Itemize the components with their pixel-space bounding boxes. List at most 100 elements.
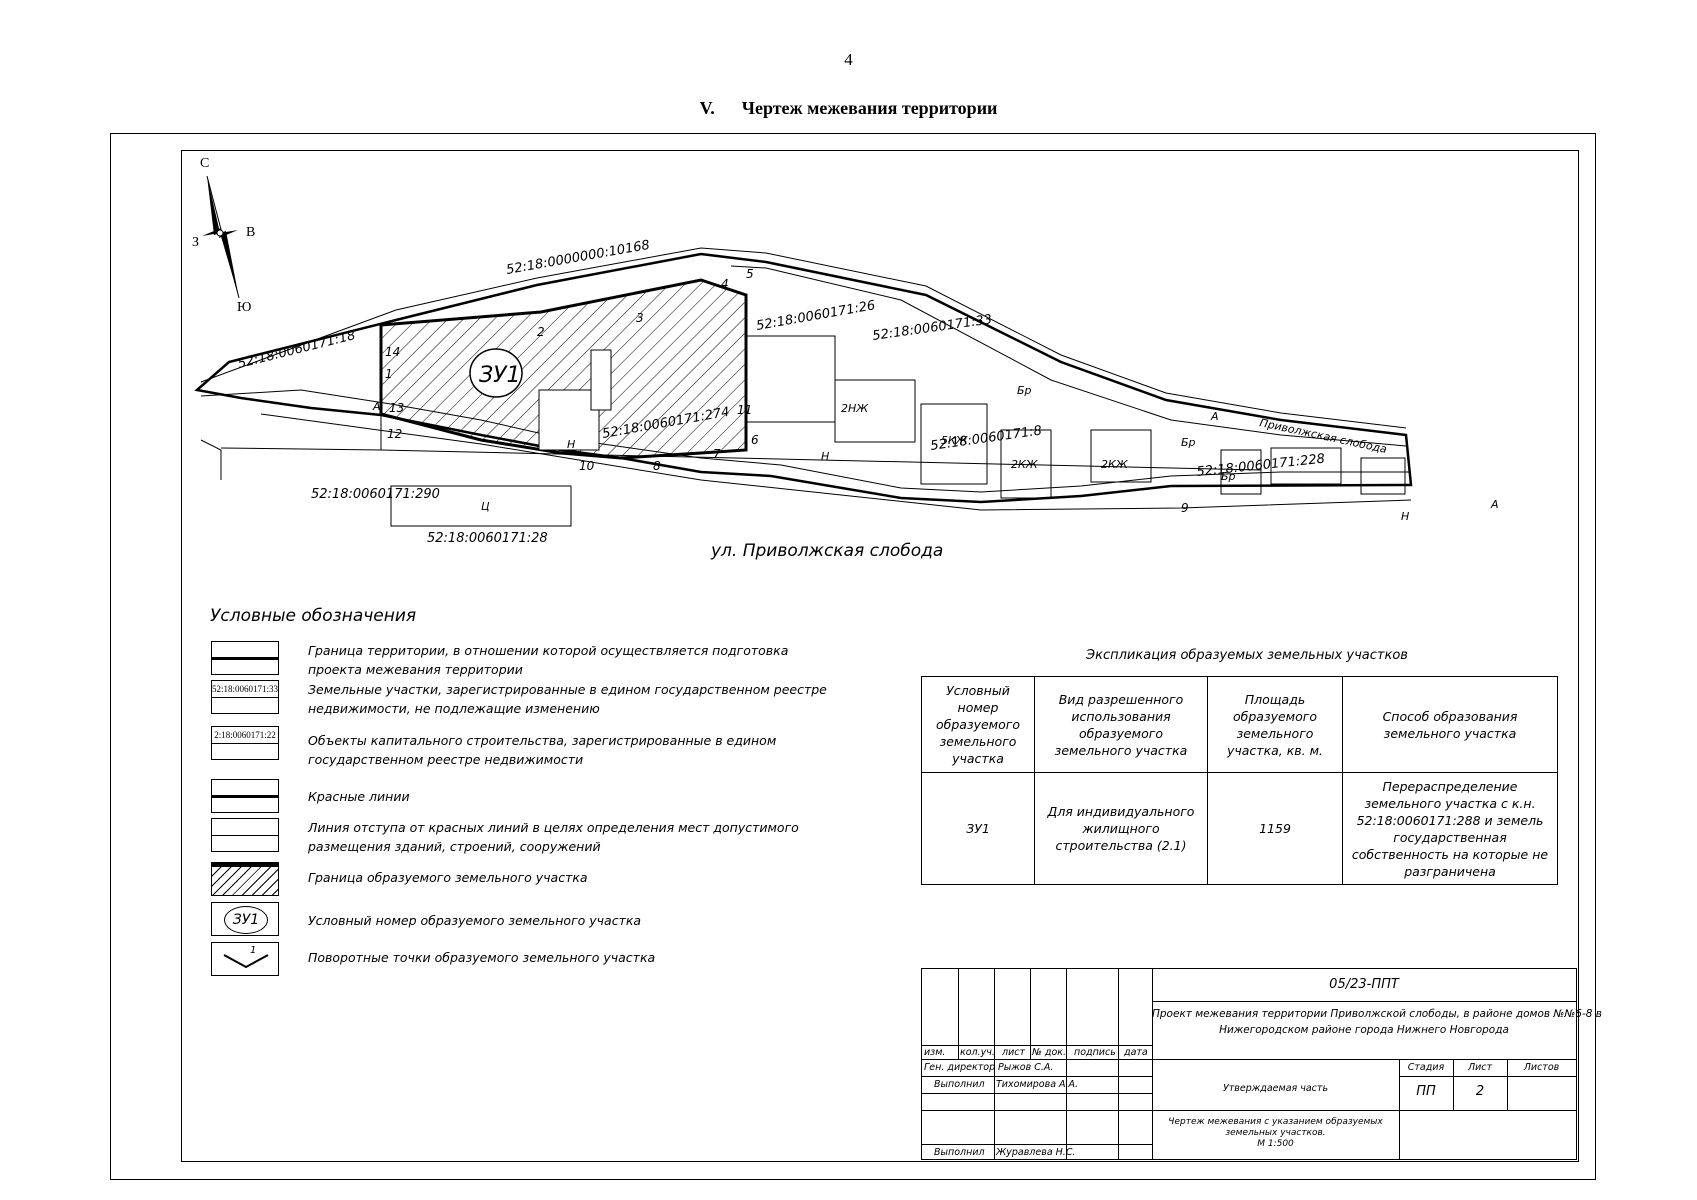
explication-caption: Экспликация образуемых земельных участко… (1086, 648, 1408, 663)
legend-symbol-territory (211, 641, 279, 675)
building-label: А (1210, 410, 1219, 423)
building-label: Н (1401, 510, 1409, 523)
point-label: 8 (653, 459, 661, 473)
table-header: Способ образования земельного участка (1342, 676, 1558, 773)
point-label: 5 (746, 267, 754, 281)
stamp-scale: М 1:500 (1257, 1139, 1294, 1149)
table-header: Условный номер образуемого земельного уч… (921, 676, 1035, 773)
zu1-parcel (379, 278, 748, 460)
legend-symbol-zu-number: ЗУ1 (211, 902, 279, 936)
building-label: Бр (1221, 470, 1236, 483)
building-label: Бр (1017, 384, 1032, 397)
point-label: 7 (713, 447, 721, 461)
table-header: Площадь образуемого земельного участка, … (1207, 676, 1343, 773)
building-label: Н (821, 450, 829, 463)
legend-text: Поворотные точки образуемого земельного … (308, 950, 656, 965)
table-cell: Перераспределение земельного участка с к… (1342, 772, 1558, 885)
table-cell: ЗУ1 (921, 772, 1035, 885)
building-label: 5КЖ (941, 434, 969, 447)
point-label: 4 (721, 277, 729, 291)
title-block: 05/23-ППТ Проект межевания территории Пр… (921, 968, 1602, 1160)
existing-building (538, 389, 600, 451)
point-label: 14 (385, 345, 400, 359)
street-label: ул. Приволжская слобода (710, 541, 943, 561)
building-label: 2КЖ (1101, 458, 1129, 471)
compass-rose: С Ю З В (192, 156, 255, 315)
stamp-col-header: лист (1002, 1047, 1026, 1058)
compass-west: З (192, 235, 199, 250)
stamp-part: Утверждаемая часть (1222, 1083, 1329, 1094)
stamp-role: Выполнил (934, 1147, 985, 1158)
document-title: V. Чертеж межевания территории (699, 98, 998, 118)
table-cell: 1159 (1207, 772, 1343, 885)
parcel-label: 52:18:0060171:28 (427, 531, 548, 546)
page-number: 4 (844, 50, 853, 69)
building-label: 2КЖ (1011, 458, 1039, 471)
legend-title: Условные обозначения (210, 606, 417, 626)
drawing-frame (181, 150, 1579, 1162)
point-label: 1 (385, 367, 393, 381)
stamp-drawing-line1: Чертеж межевания с указанием образуемых (1168, 1117, 1383, 1127)
stamp-role: Выполнил (934, 1079, 985, 1090)
building-label: Ц (481, 500, 490, 513)
building-labels: 2НЖ 5КЖ 2КЖ 2КЖ Бр Бр Н Н Н Ц Бр А А А (372, 384, 1499, 523)
point-label: 13 (389, 401, 404, 415)
legend-text: Условный номер образуемого земельного уч… (308, 913, 642, 928)
legend-text: Объекты капитального строительства, заре… (308, 733, 777, 767)
point-label: 12 (387, 427, 402, 441)
stamp-sheets-header: Листов (1523, 1062, 1560, 1073)
outer-frame (110, 133, 1596, 1180)
compass-east: В (246, 225, 255, 240)
point-label: 9 (1181, 501, 1189, 515)
street-label-small: Приволжская слобода (1258, 416, 1388, 456)
stamp-project-line2: Нижегородском районе города Нижнего Новг… (1219, 1024, 1509, 1036)
parcel-label: 52:18:0060171:290 (311, 487, 440, 502)
stamp-col-header: дата (1124, 1047, 1148, 1058)
stamp-sheet-header: Лист (1467, 1062, 1493, 1073)
stamp-col-header: изм. (924, 1047, 946, 1058)
stamp-col-header: подпись (1074, 1047, 1116, 1058)
explication-table: Условный номер образуемого земельного уч… (921, 676, 1558, 885)
legend-symbol-building: 2:18:0060171:22 (211, 726, 279, 760)
turning-points: 1 2 3 4 5 6 7 8 9 10 11 12 13 14 (385, 267, 1189, 515)
legend-symbol-turning-point: 1 (211, 942, 279, 976)
parcel-label: 52:18:0000000:10168 (505, 238, 651, 278)
point-label: 10 (579, 459, 595, 473)
stamp-role: Ген. директор (924, 1062, 996, 1073)
point-label: 11 (737, 403, 752, 417)
stamp-stage-header: Стадия (1407, 1062, 1445, 1073)
legend-text: Граница территории, в отношении которой … (308, 643, 789, 677)
point-label: 2 (537, 325, 545, 339)
table-cell: Для индивидуального жилищного строительс… (1034, 772, 1208, 885)
legend-text: Красные линии (308, 789, 410, 804)
zu1-label: ЗУ1 (479, 363, 521, 388)
stamp-sheet: 2 (1475, 1084, 1485, 1099)
stamp-code: 05/23-ППТ (1329, 977, 1399, 992)
legend-symbol-zu-boundary (211, 862, 279, 896)
building-label: Н (567, 438, 575, 451)
stamp-project-line1: Проект межевания территории Приволжской … (1152, 1008, 1602, 1020)
zu1-marker (469, 348, 523, 398)
point-label: 3 (636, 311, 644, 325)
stamp-drawing-line2: земельных участков. (1225, 1128, 1326, 1138)
legend-text: Земельные участки, зарегистрированные в … (308, 682, 827, 716)
parcel-label: 52:18:0060171:18 (236, 328, 357, 372)
building-label: 2НЖ (841, 402, 869, 415)
parcel-label: 52:18:0060171:26 (755, 298, 876, 334)
legend-symbol-parcel: 52:18:0060171:33 (211, 680, 279, 714)
cadastral-map: С Ю З В ЗУ1 52:18:0000000:10168 (192, 156, 1499, 561)
stamp-col-header: кол.уч. (960, 1047, 995, 1058)
legend-text: Линия отступа от красных линий в целях о… (308, 820, 799, 854)
legend-text: Граница образуемого земельного участка (308, 870, 588, 885)
legend-symbol-setback (211, 818, 279, 852)
stamp-col-header: № док. (1032, 1047, 1067, 1058)
point-label: 6 (751, 433, 759, 447)
compass-south: Ю (237, 300, 251, 315)
stamp-name: Журавлева Н.С. (996, 1147, 1076, 1158)
stamp-name: Рыжов С.А. (998, 1062, 1054, 1073)
stamp-name: Тихомирова А.А. (996, 1079, 1079, 1090)
table-header: Вид разрешенного использования образуемо… (1034, 676, 1208, 773)
compass-north: С (200, 156, 209, 171)
building-label: Бр (1181, 436, 1196, 449)
stamp-stage: ПП (1416, 1084, 1436, 1099)
